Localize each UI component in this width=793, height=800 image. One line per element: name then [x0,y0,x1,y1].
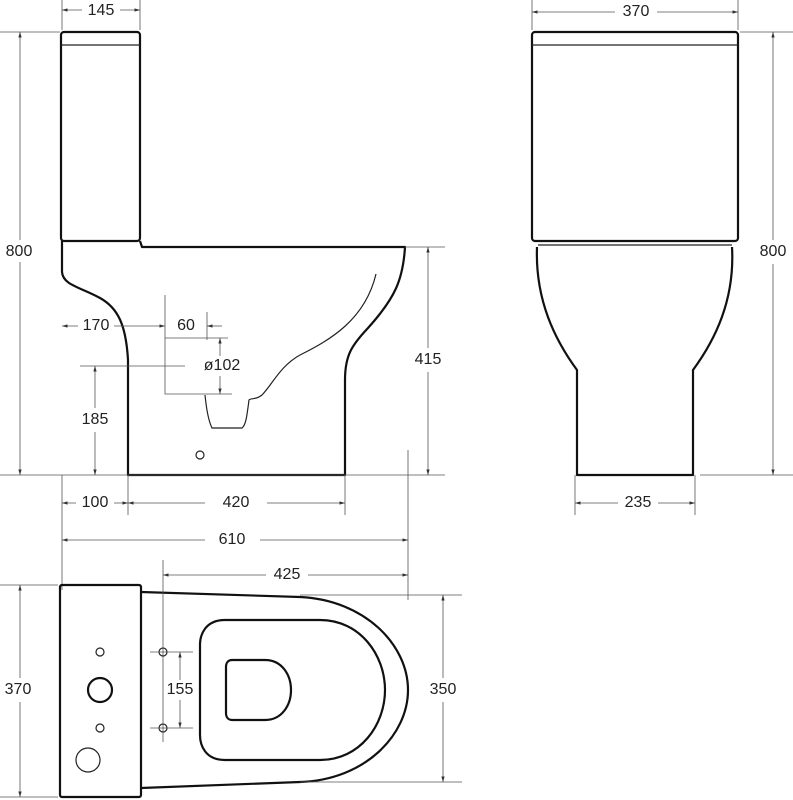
dim-outlet-height: 185 [82,411,109,428]
fixing-hole [195,450,205,460]
side-tank [59,30,142,243]
dim-bolt-spacing: 155 [167,681,194,698]
side-view: 145 800 170 60 ø102 185 415 100 420 61 [0,0,448,600]
dim-bowl-width: 350 [430,681,457,698]
seat-outline [198,618,387,762]
top-bowl-outline [140,590,410,790]
dim-bowl-length: 425 [274,566,301,583]
dim-base-width: 235 [625,494,652,511]
button-hole [95,723,105,733]
dim-front-height: 800 [760,243,787,260]
bowl-opening [224,658,293,722]
front-bowl-outline [535,246,734,477]
flush-button-hole [86,676,114,704]
side-bowl-outline [60,240,407,477]
dim-front-width: 370 [623,3,650,20]
top-view: 155 425 370 350 [0,560,464,799]
trapway-curve [204,273,377,429]
top-tank [58,583,143,799]
dim-side-height: 800 [6,243,33,260]
dim-base-length: 420 [223,494,250,511]
outlet-outline [164,295,232,395]
dim-tank-width: 370 [5,681,32,698]
button-hole [95,647,105,657]
dim-total-length: 610 [219,531,246,548]
inlet-hole [75,747,101,773]
dim-base-offset: 100 [82,494,109,511]
front-view: 370 800 235 [530,0,793,515]
dim-bowl-height: 415 [415,351,442,368]
dim-outlet-length: 60 [177,317,195,334]
front-tank [530,30,740,243]
dim-outlet-offset: 170 [83,317,110,334]
dim-tank-depth: 145 [88,2,115,19]
dim-outlet-diameter: ø102 [204,357,241,374]
